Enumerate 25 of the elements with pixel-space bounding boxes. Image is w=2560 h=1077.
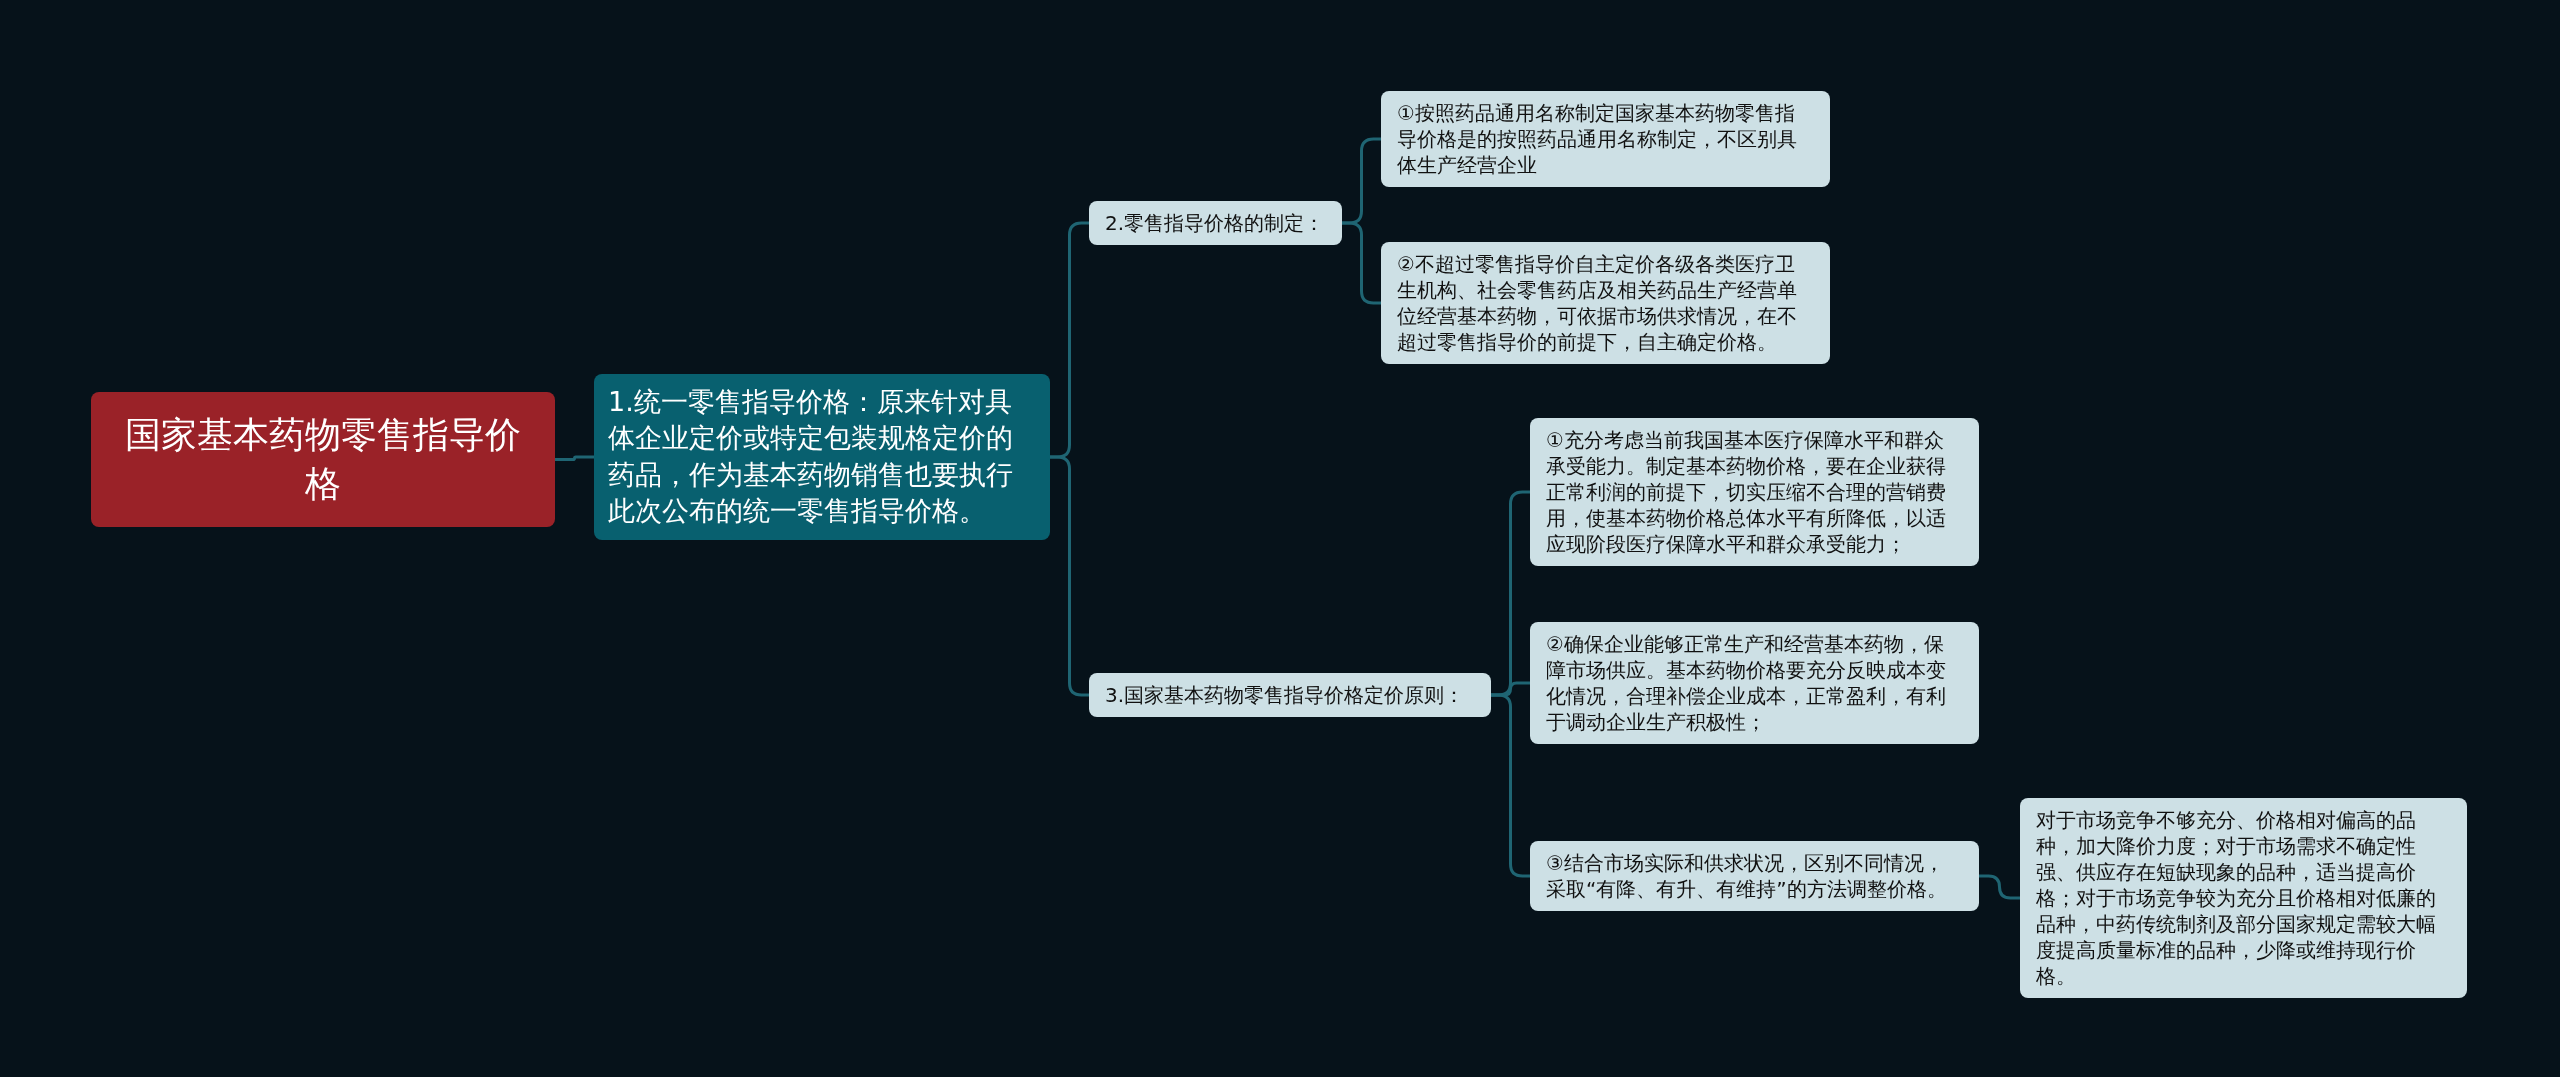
root-topic-box xyxy=(91,392,555,527)
node-text: 对于市场竞争不够充分、价格相对偏高的品种，加大降价力度；对于市场需求不确定性强、供应存在短缺现象的品种，适当提高价格；对于市场竞争较为充分且价格相对低廉的品种，中药传统制剂及部分国家规定需较大幅度提高质量标准的品种，少降或维持现行价格。 xyxy=(2036,807,2437,989)
subtopic-box xyxy=(1381,91,1830,187)
connector-line xyxy=(1491,693,1530,878)
node-text: ①充分考虑当前我国基本医疗保障水平和群众承受能力。制定基本药物价格，要在企业获得正常利润的前提下，切实压缩不合理的营销费用，使基本药物价格总体水平有所降低，以适应现阶段医疗保障水平和群众承受能力； xyxy=(1546,427,1947,557)
topic-box xyxy=(594,374,1050,540)
connector-line xyxy=(555,455,594,461)
node-text: 国家基本药物零售指导价格 xyxy=(124,412,522,506)
node-text: 2.零售指导价格的制定： xyxy=(1105,210,1325,236)
node-text: ③结合市场实际和供求状况，区别不同情况，采取“有降、有升、有维持”的方法调整价格。 xyxy=(1546,850,1948,902)
connector-line xyxy=(1050,455,1089,697)
subtopic-box xyxy=(2020,798,2467,998)
node-text: 3.国家基本药物零售指导价格定价原则： xyxy=(1105,682,1465,708)
node-text: ①按照药品通用名称制定国家基本药物零售指导价格是的按照药品通用名称制定，不区别具体生产经营企业 xyxy=(1397,100,1798,178)
subtopic-box xyxy=(1530,418,1979,566)
node-text: ②确保企业能够正常生产和经营基本药物，保障市场供应。基本药物价格要充分反映成本变化情况，合理补偿企业成本，正常盈利，有利于调动企业生产积极性； xyxy=(1546,631,1947,735)
connector-line xyxy=(1342,221,1381,305)
node-text: 1.统一零售指导价格：原来针对具体企业定价或特定包装规格定价的药品，作为基本药物销售也要执行此次公布的统一零售指导价格。 xyxy=(608,385,1014,529)
subtopic-box xyxy=(1089,673,1491,717)
node-text: ②不超过零售指导价自主定价各级各类医疗卫生机构、社会零售药店及相关药品生产经营单位经营基本药物，可依据市场供求情况，在不超过零售指导价的前提下，自主确定价格。 xyxy=(1397,251,1798,355)
connector-line xyxy=(1979,874,2020,900)
subtopic-box xyxy=(1089,201,1342,245)
subtopic-box xyxy=(1381,242,1830,364)
subtopic-box xyxy=(1530,841,1979,911)
subtopic-box xyxy=(1530,622,1979,744)
